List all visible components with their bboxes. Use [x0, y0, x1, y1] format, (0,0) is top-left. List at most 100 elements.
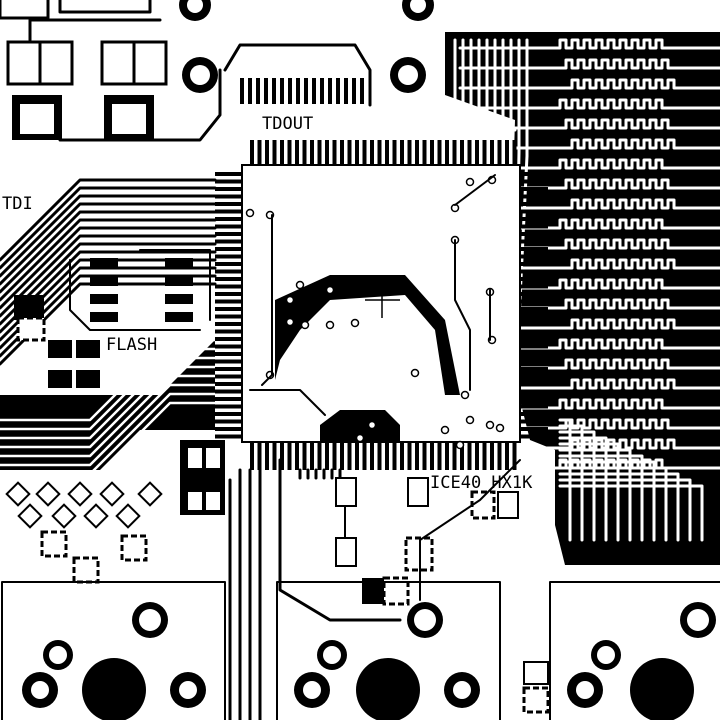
routing-trace — [558, 424, 584, 542]
test-pad — [99, 481, 125, 507]
ic-pin-bottom — [505, 442, 509, 470]
ic-pin-top — [355, 140, 359, 166]
ic-pin-right — [520, 419, 548, 424]
ic-pin-top — [272, 140, 277, 166]
ic-pin-left — [215, 434, 243, 439]
top-connector-label: TDOUT — [262, 114, 313, 134]
ic-pin-bottom — [370, 442, 374, 470]
ic-pin-left — [215, 239, 243, 244]
connector-pin — [352, 78, 356, 104]
connector-pad-hole — [179, 681, 197, 699]
via — [295, 280, 305, 290]
connector-pad-hole — [453, 681, 471, 699]
ic-pin-bottom — [272, 442, 277, 470]
meander-trace — [458, 218, 720, 230]
ic-pin-left — [215, 374, 243, 379]
ic-pin-top — [287, 140, 292, 166]
bus-trace — [0, 347, 217, 431]
bus-trace — [0, 186, 217, 270]
ic-pin-left — [215, 412, 243, 416]
ic-pin-left — [215, 337, 243, 341]
ic-pin-top — [467, 140, 472, 166]
via — [440, 425, 450, 435]
ic-pin-left — [215, 277, 243, 281]
ic-pin-top — [422, 140, 427, 166]
flash-chip — [14, 249, 211, 388]
ic-pin-left — [215, 262, 243, 266]
meander-trace — [458, 278, 720, 290]
routing-trace — [558, 472, 680, 542]
ic-pin-bottom — [422, 442, 427, 470]
ic-pin-right — [520, 434, 548, 439]
ic-pin-bottom — [467, 442, 472, 470]
ic-name-label: ICE40 HX1K — [430, 473, 533, 493]
mount-hole-hole — [187, 0, 203, 13]
ic-pin-top — [257, 140, 262, 166]
meander-trace — [458, 398, 720, 410]
ic-pin-top — [280, 140, 284, 166]
routing-trace — [558, 442, 620, 542]
ic-pin-bottom — [265, 442, 269, 470]
ic-pin-left — [215, 224, 243, 229]
meander-trace — [458, 258, 720, 270]
ic-pin-top — [347, 140, 352, 166]
meander-trace — [458, 98, 720, 110]
connector-pad-hole — [414, 609, 436, 631]
ic-pin-right — [520, 382, 548, 386]
bus-trace — [0, 194, 217, 278]
ic-pin-bottom — [302, 442, 307, 470]
ic-pin-bottom — [340, 442, 344, 470]
ic-pin-left — [215, 209, 243, 214]
mount-hole-hole — [410, 0, 426, 13]
via — [285, 295, 295, 305]
connector-pin — [320, 78, 324, 104]
via — [300, 320, 310, 330]
ic-pin-top — [310, 140, 314, 166]
ic-pin-left — [215, 254, 243, 259]
ic-pin-top — [377, 140, 382, 166]
ic-pin-right — [520, 187, 548, 191]
ic-pin-right — [520, 232, 548, 236]
ic-pin-right — [520, 269, 548, 274]
connector-pad-hole — [31, 681, 49, 699]
test-pad — [51, 503, 77, 529]
ic-pin-top — [482, 140, 487, 166]
ic-pin-bottom — [347, 442, 352, 470]
routing-trace — [558, 448, 632, 542]
ic-pin-bottom — [310, 442, 314, 470]
ic-pin-top — [325, 140, 329, 166]
flash-label: FLASH — [106, 335, 157, 355]
meander-trace — [458, 458, 720, 470]
bus-trace — [0, 374, 217, 458]
meander-trace — [458, 318, 720, 330]
ic-pin-bottom — [287, 442, 292, 470]
ic-pin-top — [370, 140, 374, 166]
ic-pin-left — [215, 389, 243, 394]
ic-pin-right — [520, 262, 548, 266]
large-hole — [82, 658, 146, 720]
connector-pin — [336, 78, 340, 104]
ic-pin-right — [520, 299, 548, 304]
ic-pin-top — [332, 140, 337, 166]
ic-pin-right — [520, 359, 548, 364]
ic-pin-right — [520, 172, 548, 176]
ic-pin-top — [392, 140, 397, 166]
routing-trace — [558, 478, 692, 542]
ic-pin-right — [520, 374, 548, 379]
ic-pin-bottom — [415, 442, 419, 470]
ic-pin-top — [445, 140, 449, 166]
ic-pin-left — [215, 202, 243, 206]
large-hole — [356, 658, 420, 720]
ic-pin-top — [452, 140, 457, 166]
via — [465, 415, 475, 425]
mount-hole-hole — [398, 65, 418, 85]
ic-pin-top — [362, 140, 367, 166]
ic-pin-right — [520, 344, 548, 349]
ic-pin-top — [490, 140, 494, 166]
connector-pad-hole — [323, 646, 341, 664]
via — [460, 390, 470, 400]
ic-pin-bottom — [295, 442, 299, 470]
via — [285, 317, 295, 327]
ic-pin-right — [520, 194, 548, 199]
ic-pin-bottom — [332, 442, 337, 470]
